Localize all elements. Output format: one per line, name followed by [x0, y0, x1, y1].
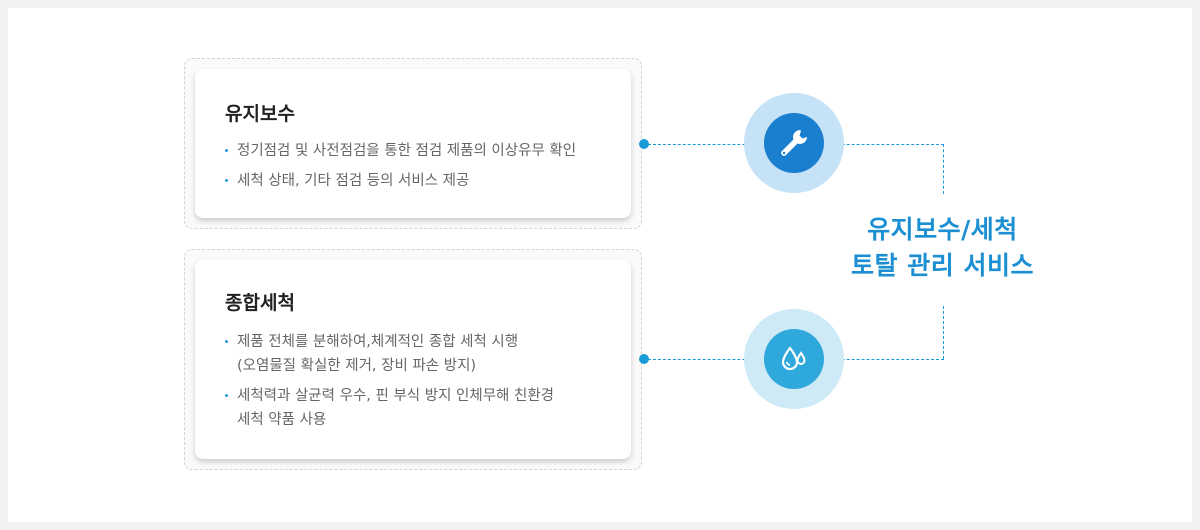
connector-vline-bottom: [943, 306, 944, 359]
connector-dot-top: [639, 139, 649, 149]
wrench-icon: [781, 130, 807, 156]
maintenance-bullet-2: 세척 상태, 기타 점검 등의 서비스 제공: [225, 169, 611, 193]
cleaning-bullet-2: 세척력과 살균력 우수, 핀 부식 방지 인체무해 친환경 세척 약품 사용: [225, 384, 611, 432]
maintenance-bullet-1: 정기점검 및 사전점검을 통한 점검 제품의 이상유무 확인: [225, 139, 611, 163]
cleaning-bullets: 제품 전체를 분해하여,체계적인 종합 세척 시행 (오염물질 확실한 제거, …: [225, 330, 611, 438]
connector-dot-bottom: [639, 354, 649, 364]
service-heading: 유지보수/세척 토탈 관리 서비스: [820, 212, 1065, 284]
maintenance-title: 유지보수: [225, 103, 295, 125]
drop-badge-inner: [764, 329, 824, 389]
cleaning-title: 종합세척: [225, 292, 295, 314]
cleaning-card-frame: 종합세척 제품 전체를 분해하여,체계적인 종합 세척 시행 (오염물질 확실한…: [184, 249, 642, 470]
wrench-badge-inner: [764, 113, 824, 173]
maintenance-card-frame: 유지보수 정기점검 및 사전점검을 통한 점검 제품의 이상유무 확인 세척 상…: [184, 58, 642, 229]
maintenance-card: 유지보수 정기점검 및 사전점검을 통한 점검 제품의 이상유무 확인 세척 상…: [195, 69, 631, 218]
service-heading-line2: 토탈 관리 서비스: [851, 251, 1034, 280]
cleaning-card: 종합세척 제품 전체를 분해하여,체계적인 종합 세척 시행 (오염물질 확실한…: [195, 260, 631, 459]
cleaning-bullet-1: 제품 전체를 분해하여,체계적인 종합 세척 시행 (오염물질 확실한 제거, …: [225, 330, 611, 378]
wrench-badge: [744, 93, 844, 193]
water-drop-icon: [781, 346, 806, 371]
drop-badge: [744, 309, 844, 409]
maintenance-bullets: 정기점검 및 사전점검을 통한 점검 제품의 이상유무 확인 세척 상태, 기타…: [225, 139, 611, 199]
connector-vline-top: [943, 144, 944, 194]
service-heading-line1: 유지보수/세척: [867, 215, 1018, 244]
